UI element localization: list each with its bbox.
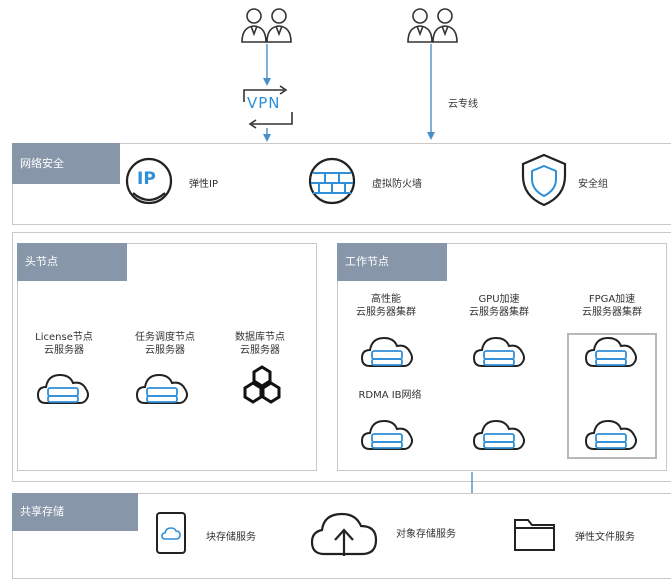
direct-connect-arrow <box>427 44 435 140</box>
object-storage-icon <box>310 512 378 556</box>
cloud-server-icon <box>360 419 413 450</box>
shared-storage-title: 共享存储 <box>12 493 138 531</box>
cloud-server-icon <box>360 336 413 367</box>
security-group-label: 安全组 <box>578 179 608 190</box>
storage-connector-line <box>471 472 473 494</box>
vpn-arrow-lines <box>263 44 271 142</box>
rdma-label: RDMA IB网络 <box>358 390 422 401</box>
head-nodes-title: 头节点 <box>17 243 127 281</box>
license-label-line2: 云服务器 <box>44 345 84 356</box>
firewall-label: 虚拟防火墙 <box>372 179 422 190</box>
scheduler-label-line1: 任务调度节点 <box>135 332 195 343</box>
security-group-icon <box>521 153 567 207</box>
object-storage-label: 对象存储服务 <box>396 529 456 540</box>
users-right-icon <box>407 8 458 43</box>
vpn-label: VPN <box>247 94 281 112</box>
fpga-label-line2: 云服务器集群 <box>582 307 642 318</box>
users-left-icon <box>241 8 292 43</box>
firewall-icon <box>308 157 356 205</box>
hpc-label-line2: 云服务器集群 <box>356 307 416 318</box>
folder-icon <box>514 519 555 551</box>
gpu-label-line2: 云服务器集群 <box>469 307 529 318</box>
fpga-cluster-frame <box>567 333 657 459</box>
gpu-label-line1: GPU加速 <box>478 294 520 305</box>
work-nodes-panel <box>337 243 667 471</box>
head-nodes-panel <box>17 243 317 471</box>
cloud-server-icon <box>472 336 525 367</box>
hpc-label-line1: 高性能 <box>371 294 401 305</box>
network-security-title: 网络安全 <box>12 143 120 184</box>
file-storage-label: 弹性文件服务 <box>575 532 635 543</box>
block-storage-icon <box>156 512 186 554</box>
license-label-line1: License节点 <box>35 332 93 343</box>
direct-connect-label: 云专线 <box>448 99 478 110</box>
database-hex-icon <box>243 365 281 404</box>
database-label-line2: 云服务器 <box>240 345 280 356</box>
fpga-label-line1: FPGA加速 <box>588 294 636 305</box>
cloud-server-icon <box>36 373 89 404</box>
cloud-server-icon <box>135 373 188 404</box>
vpn-icon <box>243 85 293 129</box>
eip-glyph: IP <box>137 169 156 189</box>
database-label-line1: 数据库节点 <box>235 332 285 343</box>
scheduler-label-line2: 云服务器 <box>145 345 185 356</box>
cloud-server-icon <box>472 419 525 450</box>
eip-label: 弹性IP <box>189 179 218 190</box>
eip-icon <box>125 157 173 205</box>
cloud-server-icon <box>584 336 637 367</box>
work-nodes-title: 工作节点 <box>337 243 447 281</box>
block-storage-label: 块存储服务 <box>206 532 256 543</box>
cloud-server-icon <box>584 419 637 450</box>
